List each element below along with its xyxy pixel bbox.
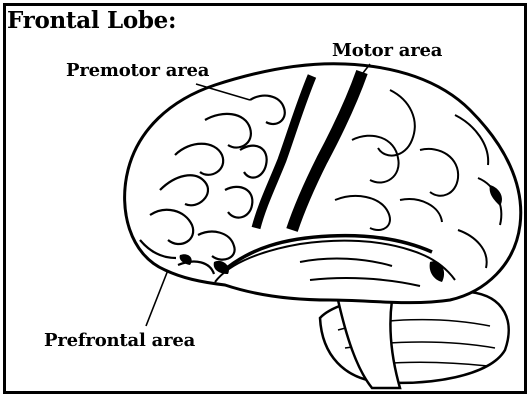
cerebrum — [125, 64, 521, 303]
premotor-area-label: Premotor area — [66, 60, 209, 81]
prefrontal-area-label: Prefrontal area — [44, 330, 195, 351]
motor-area-label: Motor area — [332, 40, 442, 61]
diagram-title: Frontal Lobe: — [7, 7, 176, 34]
prefrontal-area-leader — [146, 270, 168, 326]
